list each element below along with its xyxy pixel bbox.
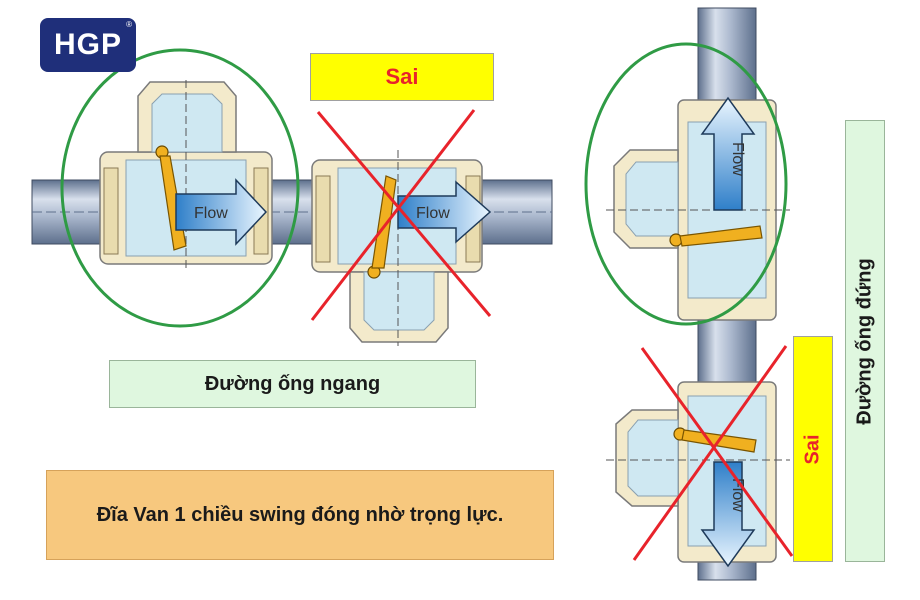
valve-horizontal-correct: Flow bbox=[99, 80, 273, 268]
vertical-pipe-label: Đường ống đứng bbox=[845, 120, 885, 562]
registered-mark: ® bbox=[126, 20, 132, 29]
hgp-logo: HGP ® bbox=[40, 18, 136, 72]
vertical-pipe-label-text: Đường ống đứng bbox=[853, 257, 876, 425]
valve-vertical-wrong: Flow bbox=[606, 345, 794, 568]
correct-circle-mark bbox=[60, 48, 300, 328]
wrong-cross-mark bbox=[316, 111, 492, 317]
flow-label: Flow bbox=[729, 142, 746, 176]
valve-vertical-correct: Flow bbox=[606, 96, 790, 321]
wrong-cross-mark bbox=[310, 109, 476, 321]
flow-arrow bbox=[175, 178, 268, 246]
description-text: Đĩa Van 1 chiều swing đóng nhờ trọng lực… bbox=[46, 470, 554, 560]
wrong-label-vertical-text: Sai bbox=[801, 433, 824, 465]
flow-arrow bbox=[700, 96, 756, 211]
correct-circle-mark bbox=[584, 42, 788, 326]
flow-label: Flow bbox=[416, 205, 450, 222]
logo-text: HGP bbox=[53, 28, 122, 61]
wrong-cross-mark bbox=[640, 347, 794, 557]
wrong-cross-mark bbox=[632, 345, 788, 561]
wrong-label-horizontal: Sai bbox=[310, 53, 494, 101]
flow-arrow bbox=[700, 461, 756, 568]
valve-horizontal-wrong: Flow bbox=[310, 109, 492, 346]
swing-disc bbox=[679, 225, 763, 247]
horizontal-pipe-label: Đường ống ngang bbox=[109, 360, 476, 408]
flow-label: Flow bbox=[194, 205, 228, 222]
flow-arrow bbox=[397, 180, 492, 244]
flow-label: Flow bbox=[729, 478, 746, 512]
wrong-label-vertical: Sai bbox=[793, 336, 833, 562]
